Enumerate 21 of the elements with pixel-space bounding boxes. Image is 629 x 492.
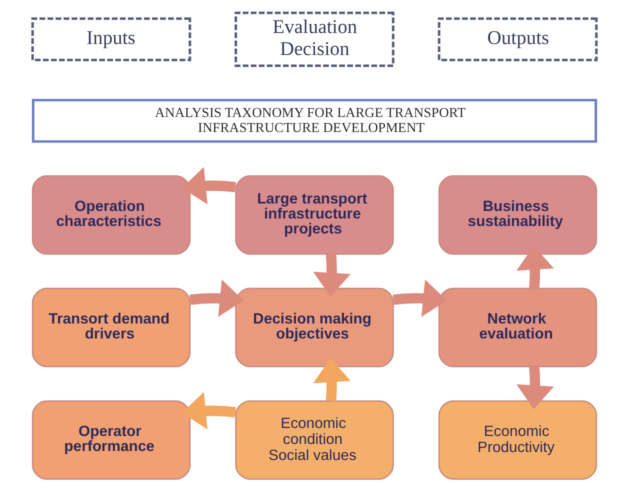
- arrow: [516, 366, 554, 410]
- node-box: Economic Productivity: [438, 400, 598, 480]
- node-box: Transort demand drivers: [32, 288, 191, 368]
- arrow: [392, 279, 447, 317]
- node-box: Decision making objectives: [235, 288, 394, 368]
- arrow: [182, 166, 236, 204]
- node-box: Network evaluation: [438, 288, 598, 368]
- node-box: Large transport infrastructure projects: [235, 175, 394, 255]
- node-box: ANALYSIS TAXONOMY FOR LARGE TRANSPORT INFRASTRUCTURE DEVELOPMENT: [32, 98, 598, 143]
- arrow: [313, 358, 351, 402]
- node-box: Economic condition Social values: [235, 400, 394, 480]
- node-box: Operator performance: [32, 400, 191, 480]
- node-box: Inputs: [31, 17, 192, 62]
- node-box: Business sustainability: [438, 175, 598, 255]
- arrow: [182, 392, 236, 430]
- node-box: Operation characteristics: [32, 175, 191, 255]
- node-box: Outputs: [438, 17, 598, 62]
- node-box: Evaluation Decision: [234, 12, 394, 67]
- arrow: [516, 246, 554, 289]
- arrow: [190, 279, 244, 317]
- arrow: [313, 254, 351, 297]
